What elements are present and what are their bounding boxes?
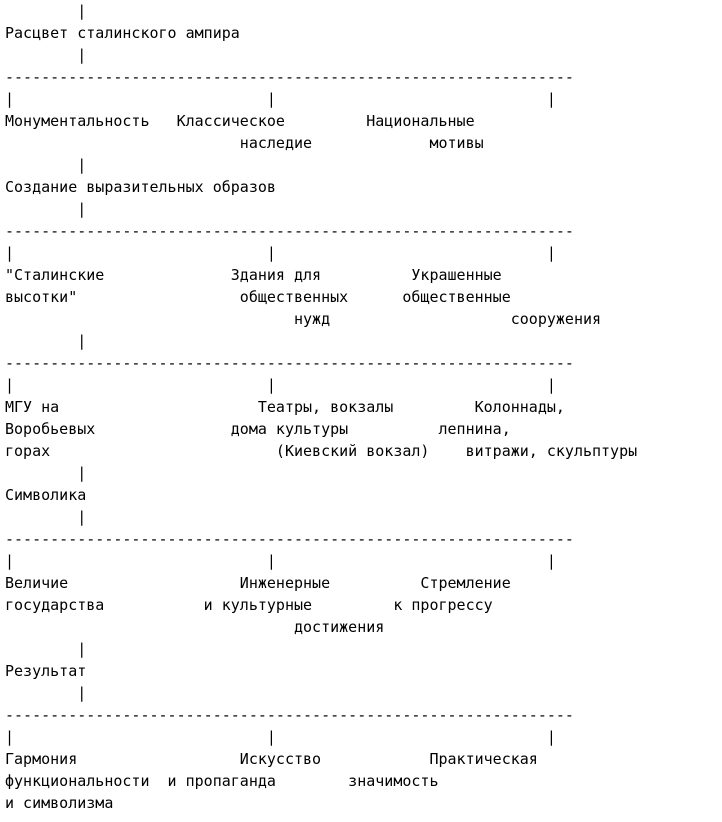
diagram-line: | | | — [5, 728, 556, 746]
diagram-line: "Сталинские Здания для Украшенные — [5, 266, 502, 284]
diagram-line: | | | — [5, 90, 556, 108]
diagram-line: | — [5, 508, 87, 526]
diagram-line: Расцвет сталинского ампира — [5, 24, 240, 42]
diagram-line: высотки" общественных общественные — [5, 288, 511, 306]
diagram-line: Монументальность Классическое Национальн… — [5, 112, 475, 130]
diagram-line: ----------------------------------------… — [5, 354, 574, 372]
diagram-line: МГУ на Театры, вокзалы Колоннады, — [5, 398, 565, 416]
diagram-line: Воробьевых дома культуры лепнина, — [5, 420, 511, 438]
diagram-line: Результат — [5, 662, 87, 680]
diagram-line: | — [5, 46, 87, 64]
diagram-line: | | | — [5, 552, 556, 570]
diagram-line: Величие Инженерные Стремление — [5, 574, 511, 592]
diagram-line: ----------------------------------------… — [5, 68, 574, 86]
diagram-line: горах (Киевский вокзал) витражи, скульпт… — [5, 442, 638, 460]
diagram-line: | — [5, 200, 87, 218]
diagram-line: | — [5, 640, 87, 658]
diagram-line: | — [5, 2, 87, 20]
diagram-line: Гармония Искусство Практическая — [5, 750, 538, 768]
diagram-line: ----------------------------------------… — [5, 222, 574, 240]
diagram-line: государства и культурные к прогрессу — [5, 596, 493, 614]
diagram-line: и символизма — [5, 794, 114, 812]
diagram-line: ----------------------------------------… — [5, 706, 574, 724]
diagram-line: ----------------------------------------… — [5, 530, 574, 548]
diagram-line: Символика — [5, 486, 87, 504]
diagram-line: | — [5, 156, 87, 174]
diagram-line: | — [5, 464, 87, 482]
ascii-diagram: | Расцвет сталинского ампира | -----------… — [5, 0, 637, 814]
diagram-line: | | | — [5, 244, 556, 262]
diagram-line: | | | — [5, 376, 556, 394]
diagram-line: Создание выразительных образов — [5, 178, 276, 196]
diagram-line: нужд сооружения — [5, 310, 602, 328]
diagram-line: функциональности и пропаганда значимость — [5, 772, 439, 790]
diagram-line: наследие мотивы — [5, 134, 484, 152]
diagram-line: достижения — [5, 618, 385, 636]
diagram-line: | — [5, 332, 87, 350]
diagram-line: | — [5, 684, 87, 702]
